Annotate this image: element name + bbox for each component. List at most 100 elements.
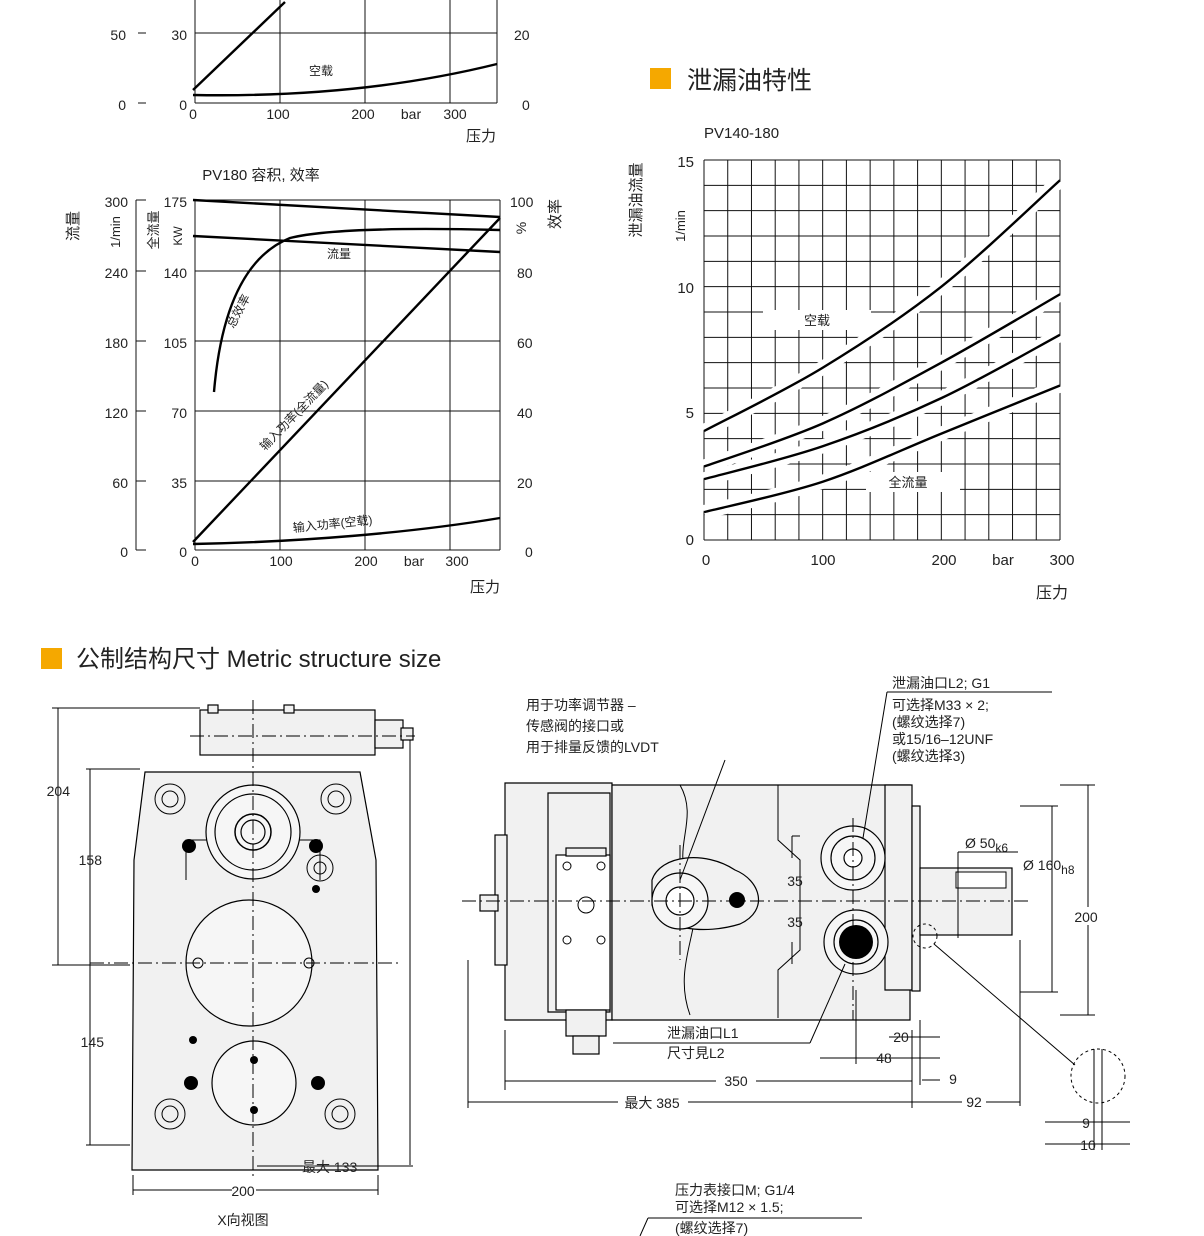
gauge-port-3: (螺纹选择7) bbox=[675, 1220, 748, 1236]
leak-y-unit: 1/min bbox=[673, 210, 688, 242]
pv180-y3-unit: % bbox=[513, 222, 529, 234]
dim-350: 350 bbox=[724, 1073, 748, 1089]
dim-9-key: 9 bbox=[1082, 1115, 1090, 1131]
dim-200-left: 200 bbox=[231, 1183, 255, 1199]
pv180-y1-tick: 60 bbox=[112, 475, 128, 491]
leak-y-label: 泄漏油流量 bbox=[628, 162, 645, 237]
dim-d50: Ø 50k6 bbox=[965, 835, 1008, 855]
dim-200-right: 200 bbox=[1074, 909, 1098, 925]
pv180-y2-tick: 0 bbox=[179, 544, 187, 560]
top-x-tick: 200 bbox=[351, 106, 375, 122]
leak-y-tick: 15 bbox=[677, 154, 694, 171]
leak-chart-series bbox=[700, 175, 1065, 519]
leak-chart: PV140-180 泄漏油流量 1/min 15 10 5 0 0 100 20… bbox=[628, 125, 1075, 602]
top-x-label: 压力 bbox=[466, 128, 496, 145]
top-y3-tick: 20 bbox=[514, 27, 530, 43]
chart-pv180: PV180 容积, 效率 流量 1/min 全流量 KW % 效率 300 24… bbox=[65, 167, 564, 596]
leak-port-l1-1: 泄漏油口L1 bbox=[667, 1025, 739, 1041]
pv180-y3-name: 效率 bbox=[547, 199, 564, 229]
metric-heading: 公制结构尺寸 Metric structure size bbox=[76, 646, 441, 673]
leak-port-l2-5: (螺纹选择3) bbox=[892, 748, 965, 764]
pv180-y1-tick: 0 bbox=[120, 544, 128, 560]
leak-series-line-2 bbox=[703, 293, 1061, 468]
pv180-input-idle-label: 输入功率(空载) bbox=[292, 512, 373, 535]
leak-series-halo bbox=[701, 288, 1064, 474]
leak-y-tick: 10 bbox=[677, 280, 694, 297]
pv180-y1-unit: 1/min bbox=[108, 216, 123, 248]
pv180-x-tick: 100 bbox=[269, 553, 293, 569]
pv180-y1-tick: 120 bbox=[105, 405, 129, 421]
pv180-y1-tick: 240 bbox=[105, 265, 129, 281]
pv180-y2-tick: 140 bbox=[164, 265, 188, 281]
pv180-y3-tick: 20 bbox=[517, 475, 533, 491]
pump-front-view: 204 158 145 最大 133 200 X向视图 bbox=[47, 700, 415, 1228]
leak-x-tick: 100 bbox=[810, 552, 835, 569]
pv180-x-tick: 0 bbox=[191, 553, 199, 569]
pv180-y1-tick: 300 bbox=[105, 194, 129, 210]
top-x-tick: 100 bbox=[266, 106, 290, 122]
pv180-x-tick: 200 bbox=[354, 553, 378, 569]
leak-series-line-4 bbox=[703, 384, 1061, 514]
dim-9-shaft: 9 bbox=[949, 1071, 957, 1087]
pv180-efficiency-label: 总效率 bbox=[223, 291, 253, 330]
dim-35-lower: 35 bbox=[787, 914, 803, 930]
gauge-port-2: 可选择M12 × 1.5; bbox=[675, 1199, 784, 1215]
top-curve-label: 空载 bbox=[309, 64, 333, 78]
note-regulator-1: 用于功率调节器 – bbox=[526, 697, 636, 713]
dim-10: 10 bbox=[1080, 1137, 1096, 1153]
pv180-y2-tick: 105 bbox=[164, 335, 188, 351]
top-y2-tick: 30 bbox=[171, 27, 187, 43]
dim-145: 145 bbox=[81, 1034, 105, 1050]
pv180-y1-tick: 180 bbox=[105, 335, 129, 351]
pv180-y2-tick: 70 bbox=[171, 405, 187, 421]
pv180-y2-tick: 35 bbox=[171, 475, 187, 491]
top-y3-tick: 0 bbox=[522, 97, 530, 113]
pv180-flow-label: 流量 bbox=[327, 247, 351, 261]
dim-48: 48 bbox=[876, 1050, 892, 1066]
pv180-y3-tick: 60 bbox=[517, 335, 533, 351]
leak-port-l2-1: 泄漏油口L2; G1 bbox=[892, 675, 990, 691]
dim-385: 最大 385 bbox=[624, 1095, 679, 1111]
pv180-y2-name: 全流量 bbox=[146, 210, 161, 249]
dim-20: 20 bbox=[893, 1029, 909, 1045]
top-y1-tick: 0 bbox=[118, 97, 126, 113]
dim-158: 158 bbox=[79, 852, 103, 868]
pv180-y3-tick: 80 bbox=[517, 265, 533, 281]
dim-133: 最大 133 bbox=[302, 1159, 357, 1175]
dim-35-upper: 35 bbox=[787, 873, 803, 889]
leak-heading-marker bbox=[650, 68, 671, 89]
top-y2-tick: 0 bbox=[179, 97, 187, 113]
leak-port-l2-2: 可选择M33 × 2; bbox=[892, 697, 989, 713]
dim-d160: Ø 160h8 bbox=[1023, 857, 1075, 877]
leak-y-tick: 5 bbox=[686, 405, 694, 422]
pv180-y3-tick: 40 bbox=[517, 405, 533, 421]
leak-series-label-idle: 空载 bbox=[804, 313, 830, 328]
pv180-y1-name: 流量 bbox=[65, 211, 82, 241]
leak-heading: 泄漏油特性 bbox=[687, 67, 812, 95]
note-regulator-3: 用于排量反馈的LVDT bbox=[526, 739, 659, 755]
top-x-tick: bar bbox=[401, 106, 422, 122]
pv180-title: PV180 容积, 效率 bbox=[202, 167, 320, 184]
leak-y-tick: 0 bbox=[686, 532, 694, 549]
note-regulator-2: 传感阀的接口或 bbox=[526, 718, 624, 734]
gauge-port-1: 压力表接口M; G1/4 bbox=[675, 1182, 795, 1198]
leak-x-tick: bar bbox=[992, 552, 1014, 569]
leak-chart-title: PV140-180 bbox=[704, 125, 779, 142]
pump-side-view: 用于功率调节器 – 传感阀的接口或 用于排量反馈的LVDT 泄漏油口L2; G1… bbox=[462, 675, 1130, 1236]
leak-port-l2-4: 或15/16–12UNF bbox=[892, 731, 993, 747]
leak-x-tick: 0 bbox=[702, 552, 710, 569]
pv180-x-label: 压力 bbox=[470, 579, 500, 596]
chart-top: 50 0 30 0 20 0 0 100 200 bar 300 压力 空载 bbox=[110, 0, 530, 145]
x-view-label: X向视图 bbox=[217, 1212, 268, 1228]
pv180-y2-unit: KW bbox=[171, 226, 185, 246]
dim-92: 92 bbox=[966, 1094, 982, 1110]
top-x-tick: 0 bbox=[189, 106, 197, 122]
leak-x-tick: 200 bbox=[931, 552, 956, 569]
leak-x-label: 压力 bbox=[1036, 584, 1068, 602]
dim-204: 204 bbox=[47, 783, 71, 799]
pv180-x-tick: 300 bbox=[445, 553, 469, 569]
top-y1-tick: 50 bbox=[110, 27, 126, 43]
pv180-y2-tick: 175 bbox=[164, 194, 188, 210]
